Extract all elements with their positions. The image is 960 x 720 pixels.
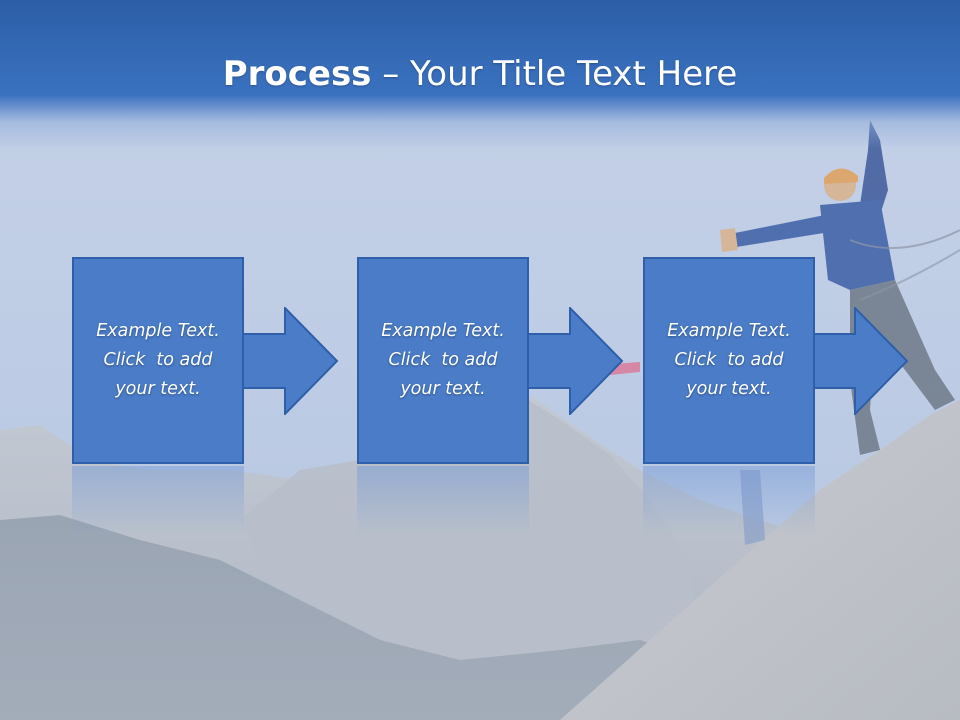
step-2-reflection [357,466,529,536]
step-3-text: Example Text. Click to add your text. [649,317,809,404]
step-2-text: Example Text. Click to add your text. [363,317,523,404]
title-band [0,0,960,150]
arrow-right-icon [813,307,909,415]
step-2-line-2: Click to add [388,350,498,370]
step-3-line-2: Click to add [674,350,784,370]
title-bold: Process [222,54,372,94]
arrow-right-icon [243,307,339,415]
step-2-line-3: your text. [400,379,486,399]
step-2-line-1: Example Text. [381,321,505,341]
step-3-line-1: Example Text. [667,321,791,341]
title-rest: – Your Title Text Here [371,54,738,94]
slide-title[interactable]: Process – Your Title Text Here [0,52,960,96]
step-3-reflection [643,466,815,536]
step-1-line-1: Example Text. [96,321,220,341]
step-1-line-2: Click to add [103,350,213,370]
process-step-3[interactable]: Example Text. Click to add your text. [643,257,815,464]
process-step-1[interactable]: Example Text. Click to add your text. [72,257,244,464]
step-1-text: Example Text. Click to add your text. [78,317,238,404]
step-3-line-3: your text. [686,379,772,399]
step-1-reflection [72,466,244,536]
step-1-line-3: your text. [115,379,201,399]
process-step-2[interactable]: Example Text. Click to add your text. [357,257,529,464]
arrow-right-icon [528,307,624,415]
